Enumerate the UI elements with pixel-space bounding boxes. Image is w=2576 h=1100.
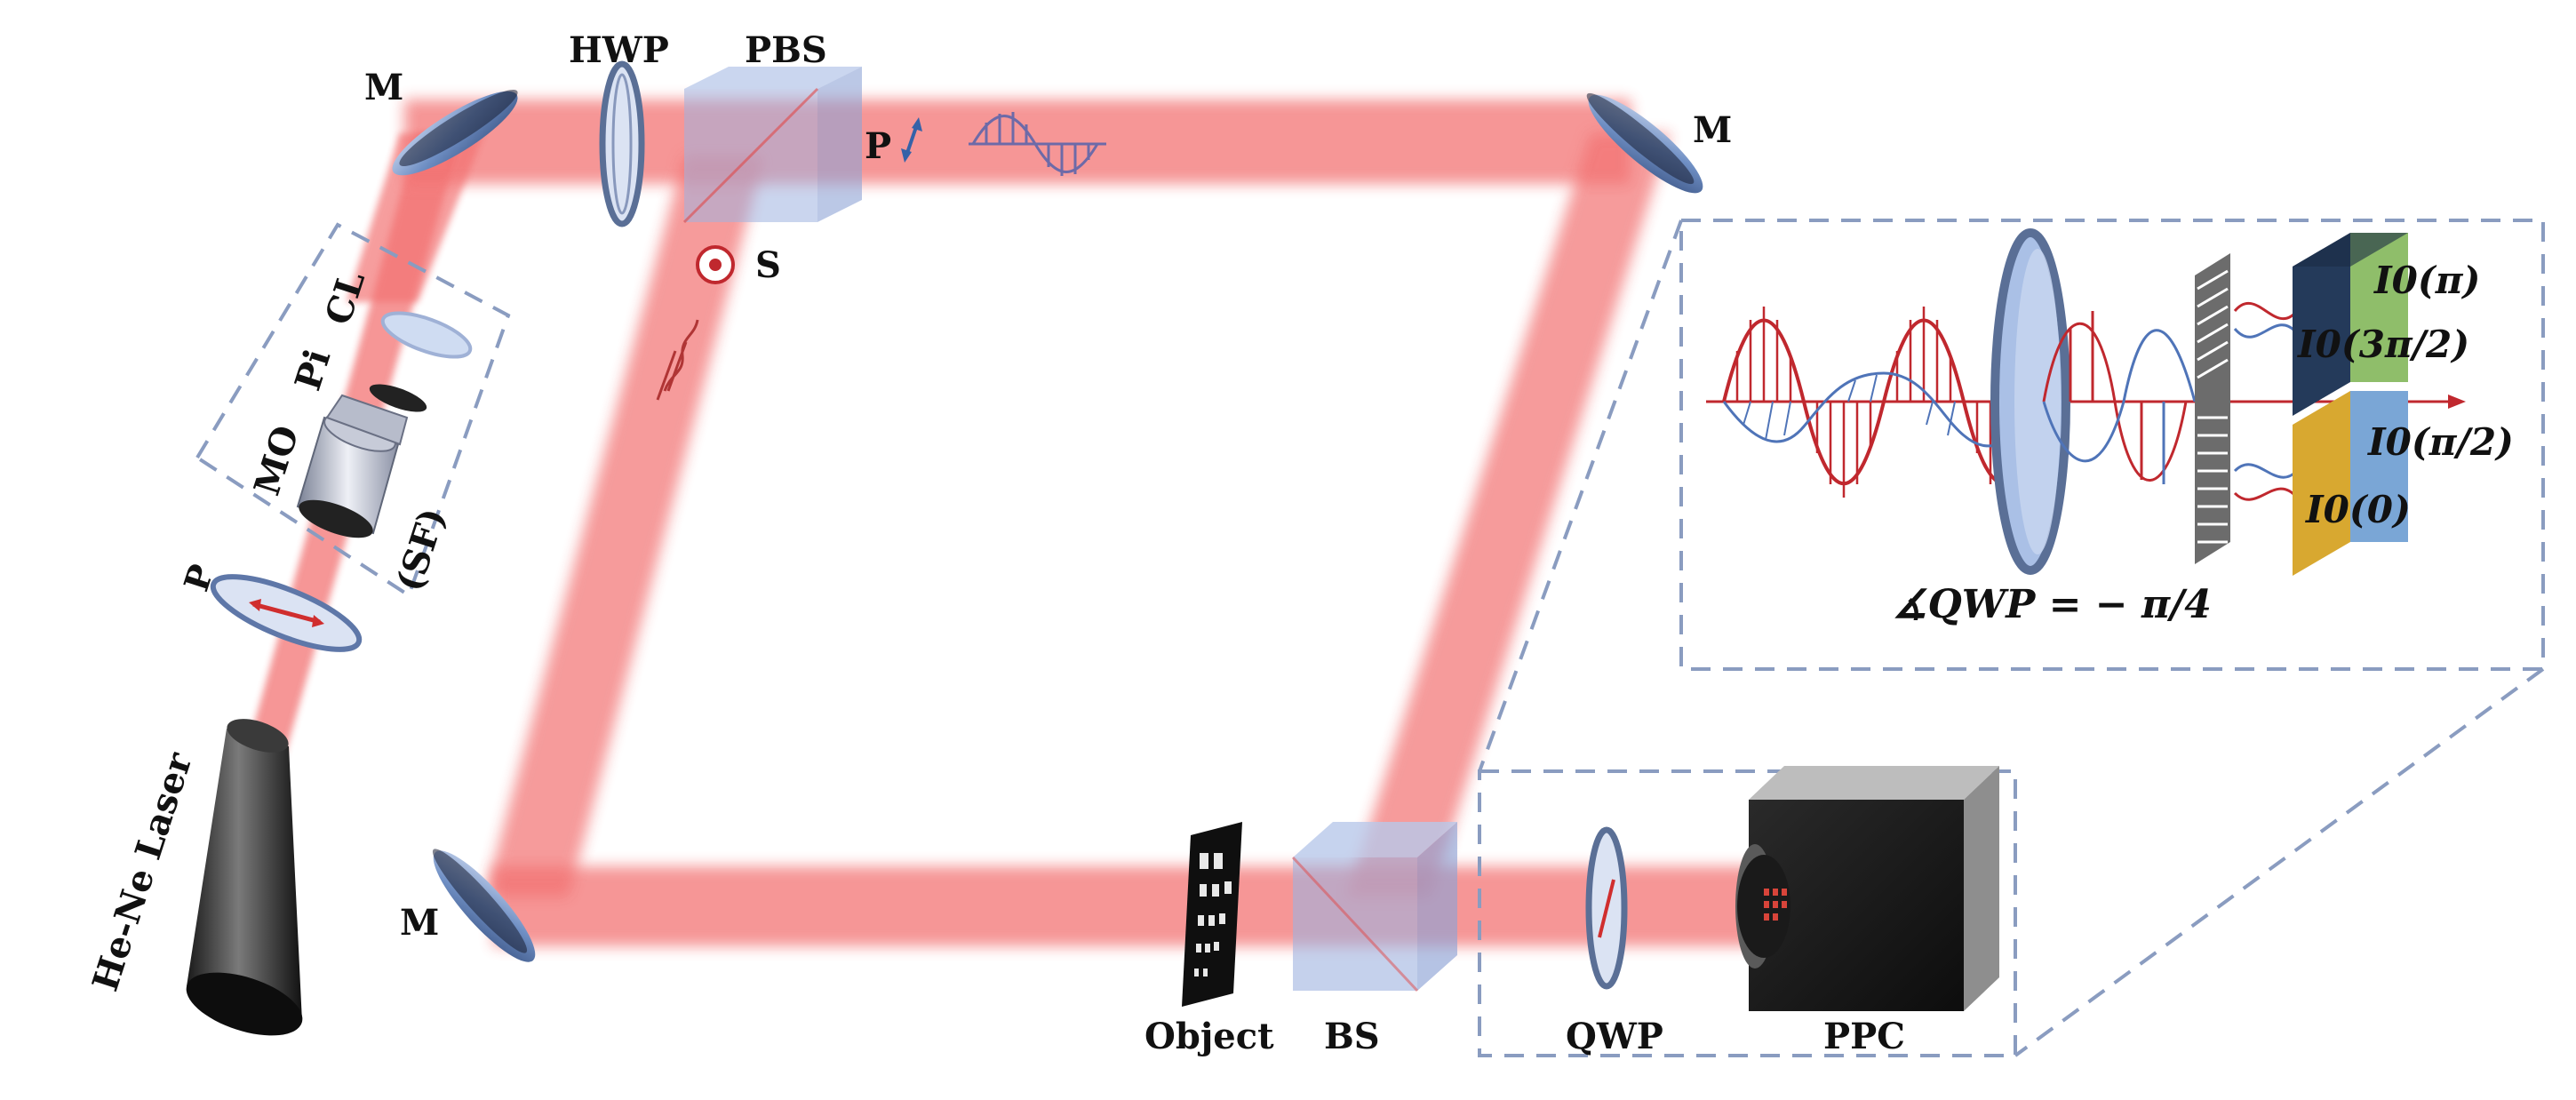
beam-left-diagonal bbox=[484, 155, 764, 897]
polarizing-beam-splitter bbox=[682, 67, 862, 224]
detection-box bbox=[1478, 769, 2017, 1057]
beam-top bbox=[404, 100, 1631, 184]
beam-splitter bbox=[1291, 822, 1457, 992]
polarizer bbox=[210, 574, 363, 652]
pbs-label: PBS bbox=[745, 29, 827, 71]
pixel-label-3pi-2: I0(3π/2) bbox=[2297, 323, 2469, 366]
p-polarization-label: P bbox=[865, 125, 891, 167]
objective-label: MO bbox=[246, 420, 307, 500]
beam-right-diagonal bbox=[1346, 133, 1671, 897]
zoom-line-right bbox=[2014, 667, 2545, 1057]
inset-red-hatch bbox=[1735, 307, 2006, 498]
object-target bbox=[1182, 822, 1242, 1007]
p-wave-sketch bbox=[969, 112, 1106, 176]
inset-circular-waves bbox=[2042, 311, 2197, 484]
polarization-camera bbox=[1735, 766, 1999, 1011]
mirror-top-right bbox=[1586, 92, 1703, 194]
spatial-filter-box bbox=[195, 222, 511, 599]
sf-label: (SF) bbox=[388, 503, 454, 596]
s-wave-sketch bbox=[656, 319, 699, 401]
polarizer-label: P bbox=[176, 560, 222, 596]
p-polarization-arrow bbox=[901, 117, 922, 163]
zoom-line-left bbox=[1478, 219, 1683, 772]
s-polarization-label: S bbox=[755, 244, 781, 286]
object-label: Object bbox=[1144, 1016, 1274, 1057]
laser-beam-paths bbox=[238, 100, 1808, 946]
qwp-label: QWP bbox=[1566, 1016, 1663, 1057]
mirror-top-right-label: M bbox=[1693, 109, 1732, 151]
mirror-bottom-left bbox=[432, 849, 536, 962]
ppc-label: PPC bbox=[1823, 1016, 1905, 1057]
inset-polarizer-array bbox=[2195, 253, 2230, 564]
pinhole bbox=[369, 384, 427, 412]
cylindrical-lens bbox=[380, 311, 473, 359]
microscope-objective bbox=[296, 394, 409, 538]
inset-pixel-tiles bbox=[2293, 233, 2408, 576]
pixel-label-pi: I0(π) bbox=[2373, 259, 2480, 302]
mirror-top-left bbox=[392, 89, 518, 176]
dashed-boxes bbox=[195, 219, 2545, 1057]
hwp-label: HWP bbox=[569, 29, 669, 71]
mirror-top-left-label: M bbox=[364, 67, 403, 108]
inset-red-wave bbox=[1722, 318, 2046, 485]
quarter-wave-plate bbox=[1585, 826, 1628, 990]
bs-label: BS bbox=[1324, 1016, 1380, 1057]
inset-box bbox=[1679, 219, 2545, 671]
pixel-label-0: I0(0) bbox=[2305, 488, 2411, 531]
mirror-bottom-left-label: M bbox=[400, 902, 439, 944]
pinhole-label: Pi bbox=[287, 345, 339, 396]
laser-label: He-Ne Laser bbox=[84, 746, 201, 996]
half-wave-plate bbox=[599, 60, 645, 227]
qwp-angle-label: ∡QWP = − π/4 bbox=[1893, 582, 2212, 627]
he-ne-laser bbox=[186, 719, 303, 1036]
inset-blue-wave bbox=[1722, 371, 2046, 448]
pixel-label-pi-2: I0(π/2) bbox=[2367, 420, 2514, 464]
inset-wave-illustration bbox=[1706, 228, 2466, 576]
s-polarization-symbol bbox=[696, 245, 735, 284]
